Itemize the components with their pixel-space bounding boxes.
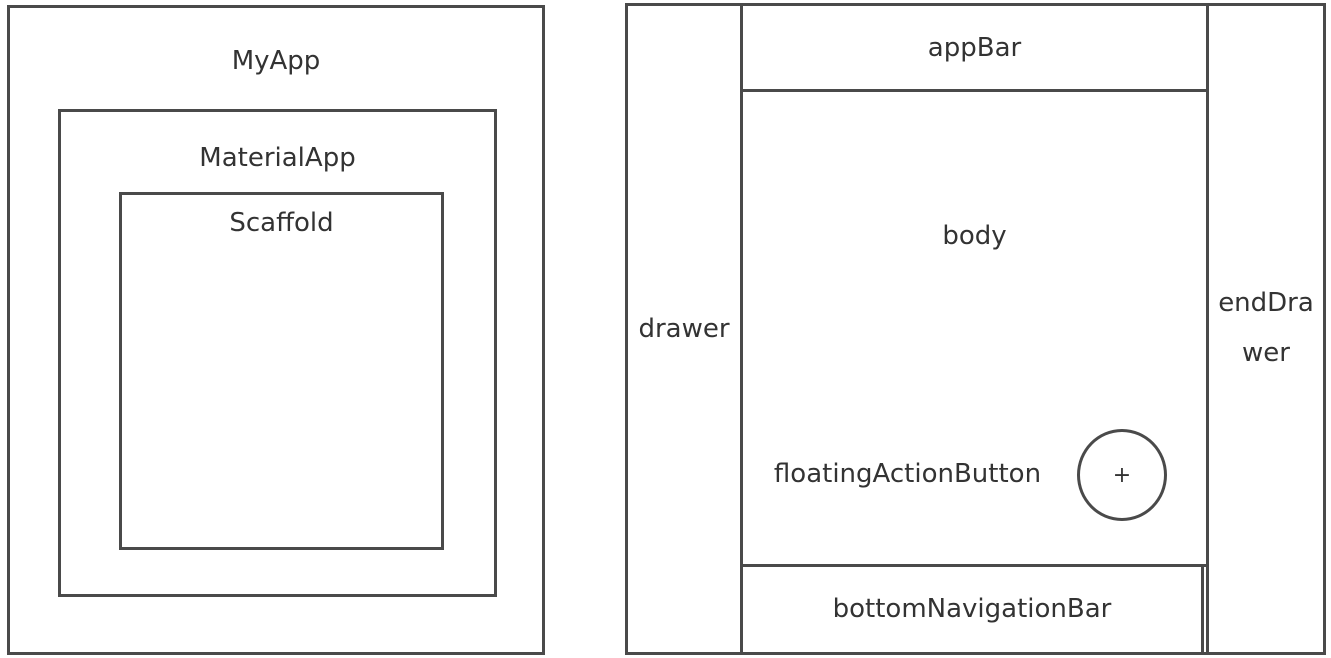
body-label: body	[942, 221, 1007, 251]
end-drawer-label-line1: endDra	[1218, 288, 1314, 318]
scaffold-box	[119, 192, 444, 550]
myapp-label: MyApp	[231, 46, 321, 76]
floating-action-button[interactable]: +	[1077, 429, 1167, 521]
end-drawer-label-line2: wer	[1242, 338, 1290, 368]
drawer-label: drawer	[638, 314, 730, 344]
bottom-navigation-bar-label: bottomNavigationBar	[832, 594, 1112, 624]
scaffold-label: Scaffold	[229, 208, 334, 238]
end-drawer-region	[1206, 3, 1326, 655]
app-bar-label: appBar	[927, 33, 1022, 63]
plus-icon: +	[1112, 462, 1132, 488]
materialapp-label: MaterialApp	[199, 143, 356, 173]
bottom-navigation-bar-region	[740, 564, 1204, 655]
fab-label: floatingActionButton	[773, 459, 1042, 489]
